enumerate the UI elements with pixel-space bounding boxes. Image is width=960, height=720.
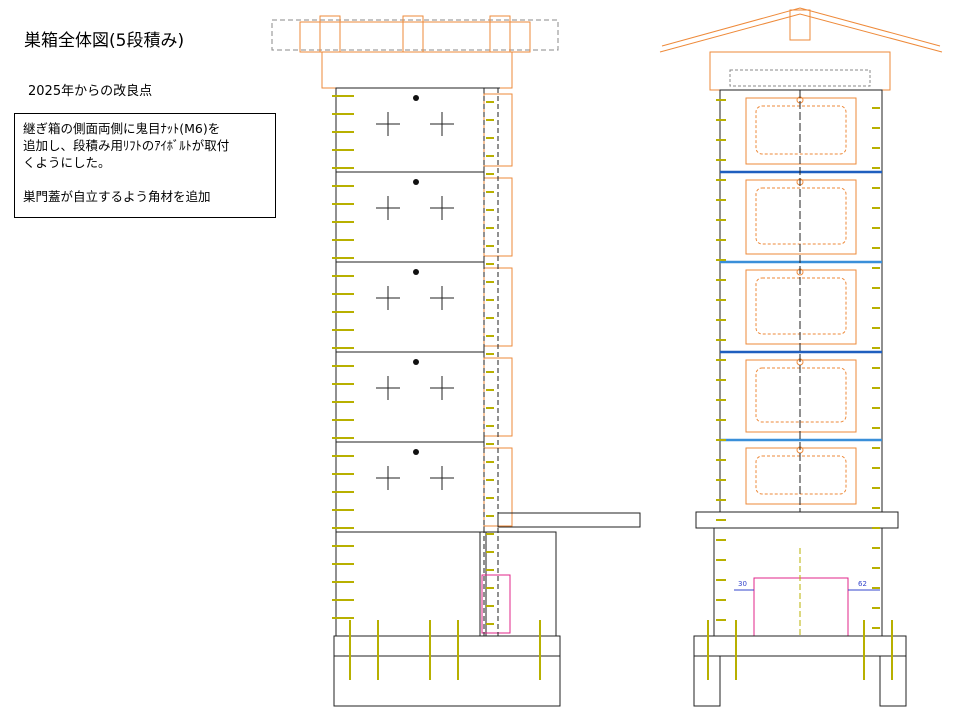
front-entrance-lid — [753, 577, 849, 637]
eye-nut — [413, 179, 419, 185]
side-box — [335, 261, 485, 353]
roof-bracket — [489, 15, 511, 53]
base-box — [335, 531, 487, 637]
window — [755, 105, 847, 155]
eye-nut — [413, 449, 419, 455]
front-box — [719, 171, 883, 263]
stand-top — [333, 635, 561, 657]
eye-nut — [413, 95, 419, 101]
side-view — [271, 15, 641, 707]
front-view — [659, 7, 943, 707]
note-line: 追加し、段積み用ﾘﾌﾄのｱｲﾎﾞﾙﾄが取付 — [23, 138, 230, 153]
window-frame — [745, 269, 857, 345]
gable-roof — [659, 13, 943, 53]
window-frame — [745, 179, 857, 255]
side-box — [335, 351, 485, 443]
side-box — [335, 171, 485, 263]
top-lid — [321, 51, 513, 89]
subtitle: 2025年からの改良点 — [28, 84, 153, 99]
window-frame — [745, 447, 857, 505]
window — [755, 187, 847, 245]
roof-plank — [299, 21, 531, 53]
roof-bracket — [402, 15, 424, 53]
window-frame — [745, 359, 857, 433]
entrance-block — [479, 531, 557, 637]
front-landing-board — [695, 511, 899, 529]
note-line: 巣門蓋が自立するよう角材を追加 — [23, 189, 211, 204]
front-top-lid — [709, 51, 891, 91]
eye-nut — [413, 269, 419, 275]
window — [755, 277, 847, 335]
front-box — [719, 439, 883, 513]
note-line: 継ぎ箱の側面両側に鬼目ﾅｯﾄ(M6)を — [23, 121, 221, 136]
window — [755, 367, 847, 423]
roof-bracket — [319, 15, 341, 53]
dimension-label: 62 — [858, 580, 867, 588]
note-box: 継ぎ箱の側面両側に鬼目ﾅｯﾄ(M6)を 追加し、段積み用ﾘﾌﾄのｱｲﾎﾞﾙﾄが取… — [14, 113, 276, 218]
stand — [333, 655, 561, 707]
note-line: くようにした。 — [23, 155, 111, 170]
window-frame — [745, 97, 857, 165]
landing-board — [497, 512, 641, 528]
side-box — [335, 87, 485, 173]
side-box — [335, 441, 485, 533]
front-box — [719, 261, 883, 353]
entrance-lid — [481, 574, 511, 634]
front-stand-top — [693, 635, 907, 657]
roof-outline — [271, 19, 559, 51]
dimension-label: 30 — [738, 580, 747, 588]
page-title: 巣箱全体図(5段積み) — [24, 31, 185, 51]
eye-nut — [413, 359, 419, 365]
window — [755, 455, 847, 495]
